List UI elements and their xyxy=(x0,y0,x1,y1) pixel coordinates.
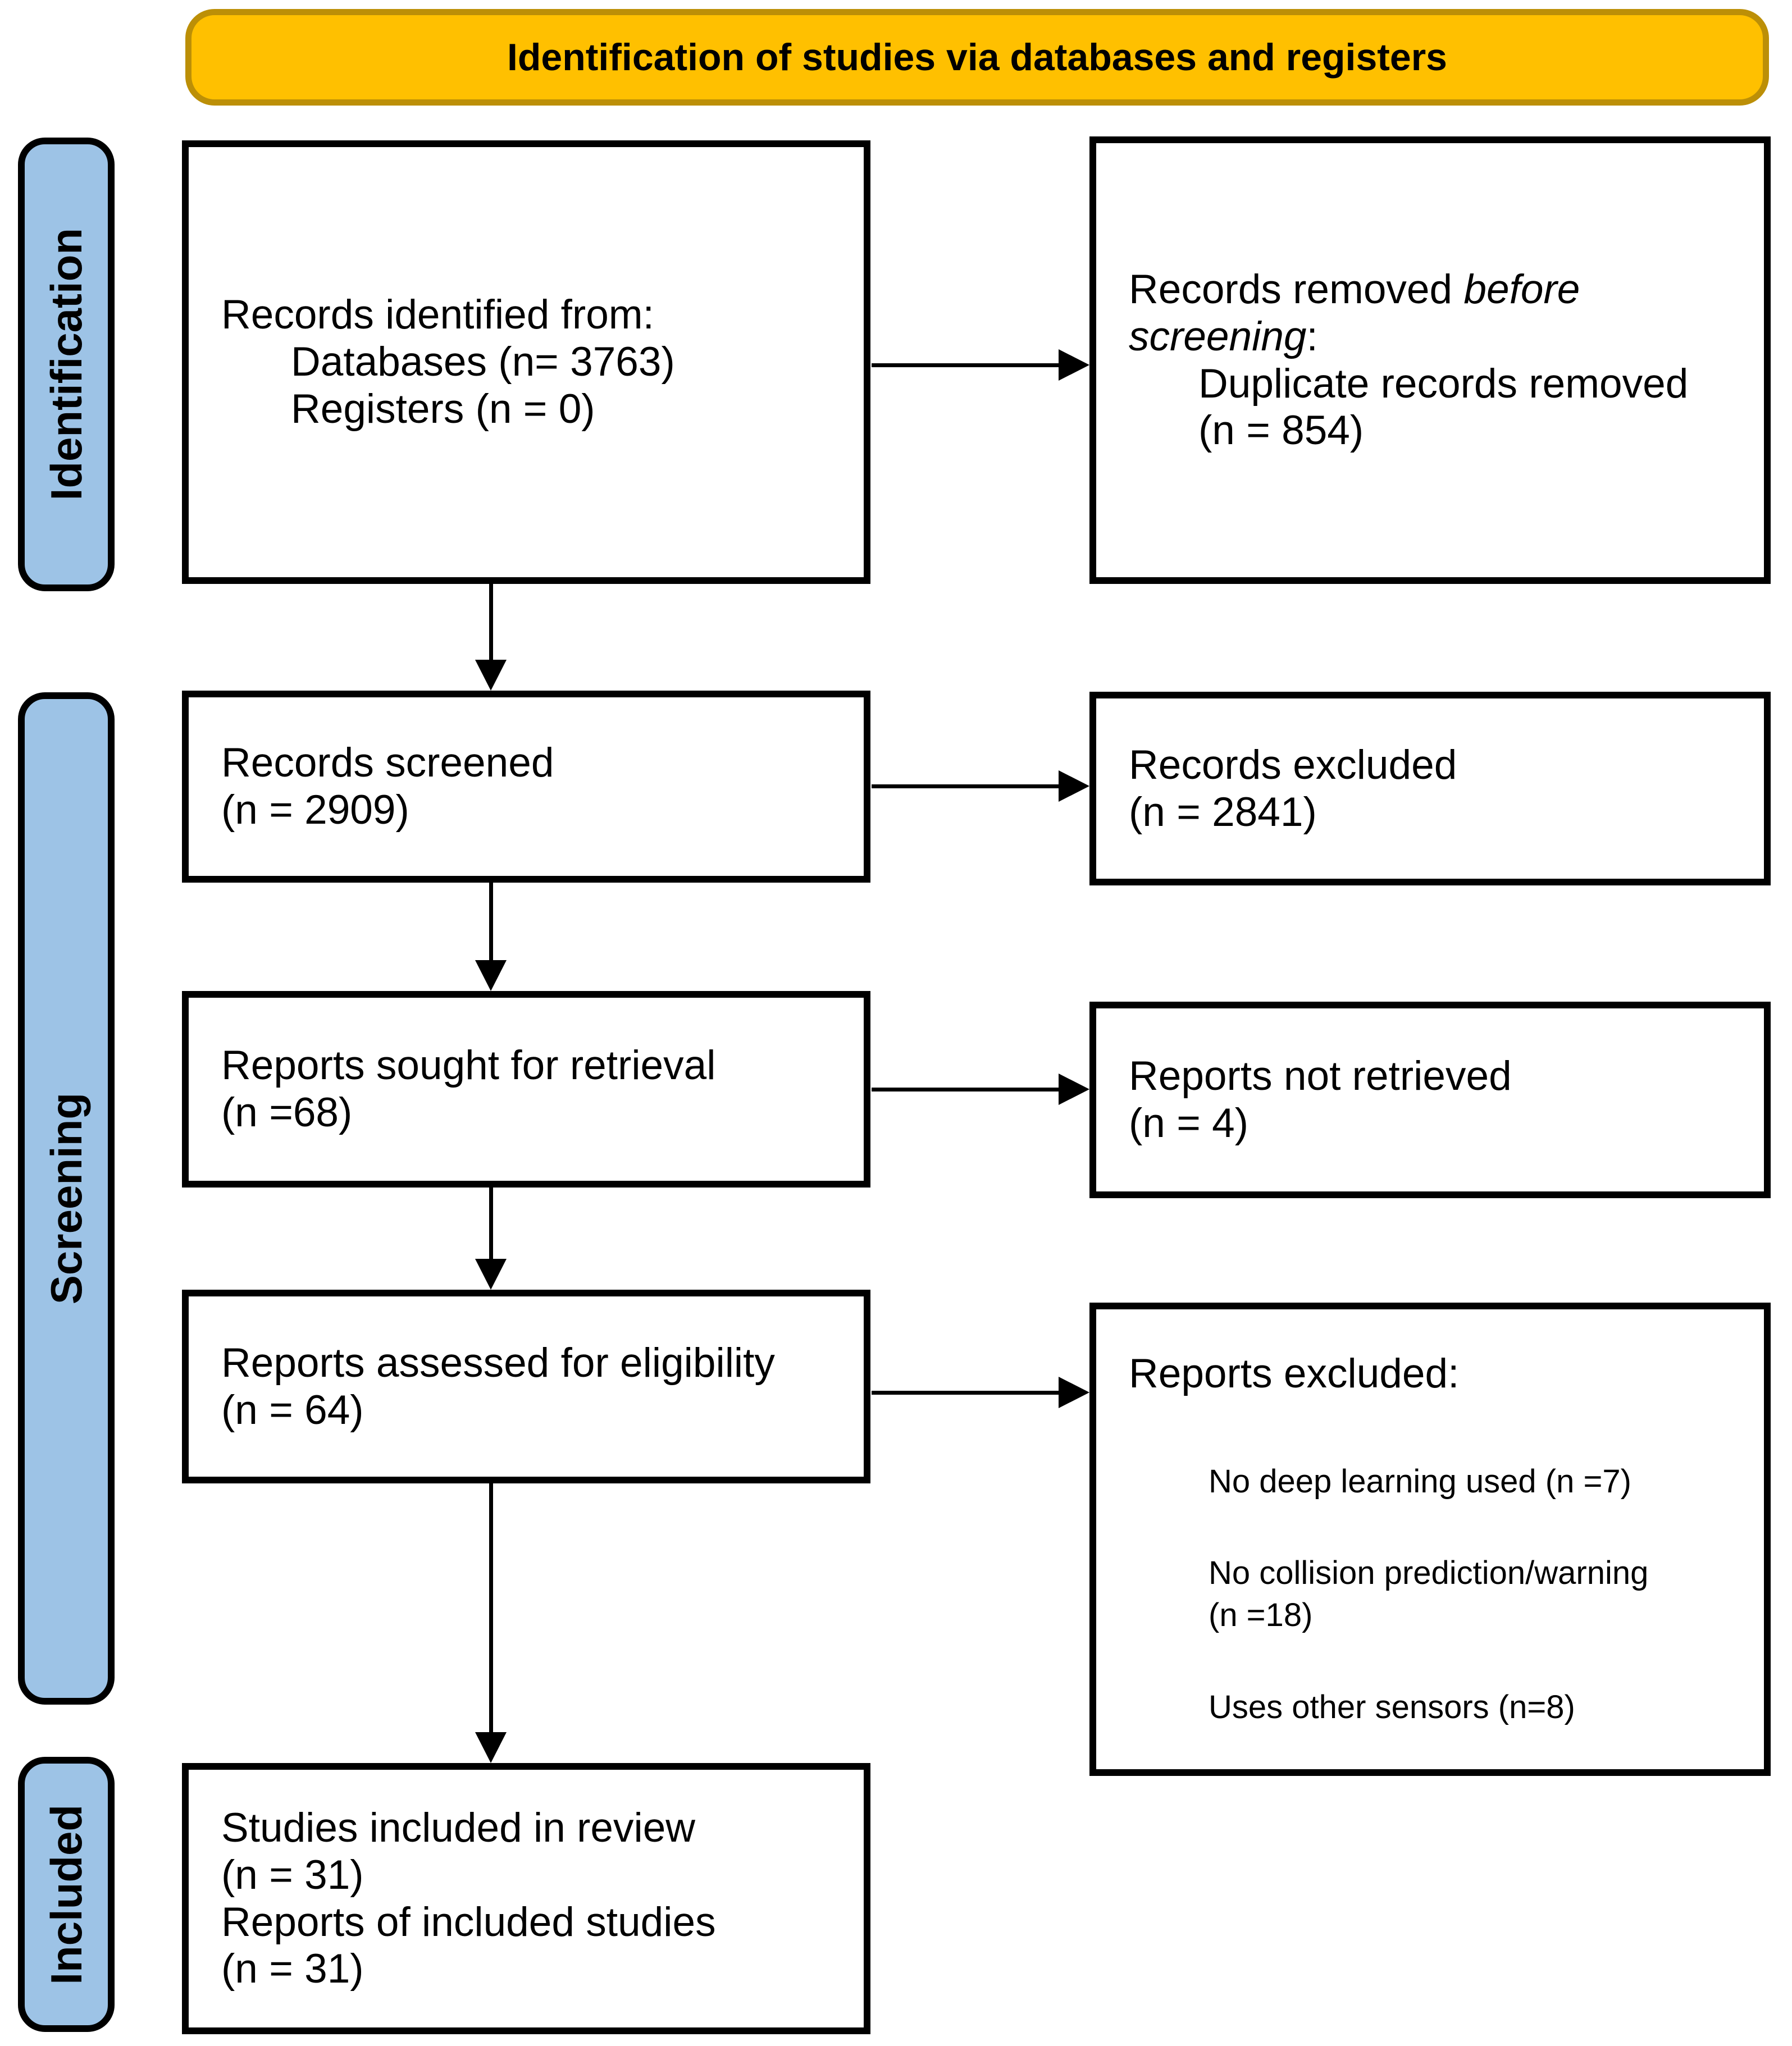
stage-identification: Identification xyxy=(18,138,115,591)
records-identified-registers: Registers (n = 0) xyxy=(291,386,595,432)
arrow-assessed-to-included xyxy=(475,1483,507,1763)
box-records-identified: Records identified from: Databases (n= 3… xyxy=(182,140,870,584)
reports-assessed-count: (n = 64) xyxy=(221,1387,364,1433)
records-removed-suffix: : xyxy=(1306,313,1318,359)
arrow-sought-to-assessed xyxy=(475,1188,507,1290)
arrow-shaft xyxy=(872,784,1059,788)
reports-included-label: Reports of included studies xyxy=(221,1899,716,1945)
records-identified-title: Records identified from: xyxy=(221,292,654,338)
reports-sought-label: Reports sought for retrieval xyxy=(221,1043,716,1089)
banner-title: Identification of studies via databases … xyxy=(507,36,1448,79)
arrow-head-icon xyxy=(475,1259,507,1290)
records-removed-emphasis: before screening xyxy=(1129,266,1580,359)
stage-screening: Screening xyxy=(18,692,115,1705)
arrow-shaft xyxy=(489,883,493,960)
arrow-head-icon xyxy=(475,960,507,991)
arrow-shaft xyxy=(872,1390,1059,1395)
arrow-head-icon xyxy=(1059,1377,1089,1408)
arrow-identified-to-screened xyxy=(475,584,507,691)
box-records-removed: Records removed before screening: Duplic… xyxy=(1089,136,1771,584)
arrow-shaft xyxy=(872,363,1059,367)
arrow-head-icon xyxy=(1059,1074,1089,1105)
arrow-assessed-to-reports-excluded xyxy=(872,1377,1089,1408)
reports-excluded-title: Reports excluded: xyxy=(1129,1350,1460,1396)
box-reports-assessed: Reports assessed for eligibility (n = 64… xyxy=(182,1290,870,1483)
records-excluded-count: (n = 2841) xyxy=(1129,789,1317,835)
arrow-shaft xyxy=(489,1483,493,1732)
arrow-head-icon xyxy=(475,1732,507,1763)
records-identified-databases: Databases (n= 3763) xyxy=(291,339,675,385)
arrow-identified-to-removed xyxy=(872,349,1089,381)
stage-included: Included xyxy=(18,1757,115,2032)
records-excluded-label: Records excluded xyxy=(1129,742,1457,788)
stage-identification-label: Identification xyxy=(41,228,91,501)
arrow-sought-to-not-retrieved xyxy=(872,1074,1089,1105)
records-removed-count: (n = 854) xyxy=(1198,408,1364,454)
records-removed-prefix: Records removed xyxy=(1129,266,1464,312)
arrow-shaft xyxy=(489,1188,493,1259)
reports-included-count: (n = 31) xyxy=(221,1946,364,1992)
arrow-shaft xyxy=(489,584,493,660)
reports-assessed-label: Reports assessed for eligibility xyxy=(221,1340,775,1386)
reports-excluded-reason-3: Uses other sensors (n=8) xyxy=(1209,1688,1575,1725)
studies-included-count: (n = 31) xyxy=(221,1852,364,1898)
reports-excluded-reason-2: No collision prediction/warning (n =18) xyxy=(1209,1555,1649,1634)
box-reports-excluded: Reports excluded: No deep learning used … xyxy=(1089,1303,1771,1776)
stage-included-label: Included xyxy=(41,1804,91,1985)
reports-excluded-reason-1: No deep learning used (n =7) xyxy=(1209,1463,1631,1500)
studies-included-label: Studies included in review xyxy=(221,1805,696,1851)
reports-sought-count: (n =68) xyxy=(221,1090,353,1135)
arrow-head-icon xyxy=(1059,770,1089,802)
box-records-excluded: Records excluded (n = 2841) xyxy=(1089,692,1771,885)
banner: Identification of studies via databases … xyxy=(185,9,1769,106)
stage-screening-label: Screening xyxy=(41,1092,91,1305)
arrow-head-icon xyxy=(475,660,507,691)
arrow-shaft xyxy=(872,1087,1059,1091)
records-screened-label: Records screened xyxy=(221,740,554,786)
arrow-head-icon xyxy=(1059,349,1089,381)
arrow-screened-to-sought xyxy=(475,883,507,991)
records-screened-count: (n = 2909) xyxy=(221,787,409,833)
records-removed-duplicates: Duplicate records removed xyxy=(1198,360,1689,407)
reports-not-retrieved-label: Reports not retrieved xyxy=(1129,1053,1512,1099)
box-reports-sought: Reports sought for retrieval (n =68) xyxy=(182,991,870,1188)
arrow-screened-to-excluded xyxy=(872,770,1089,802)
box-studies-included: Studies included in review (n = 31) Repo… xyxy=(182,1763,870,2034)
box-reports-not-retrieved: Reports not retrieved (n = 4) xyxy=(1089,1002,1771,1198)
records-removed-title: Records removed before screening: xyxy=(1129,266,1612,360)
box-records-screened: Records screened (n = 2909) xyxy=(182,691,870,883)
reports-not-retrieved-count: (n = 4) xyxy=(1129,1100,1249,1146)
